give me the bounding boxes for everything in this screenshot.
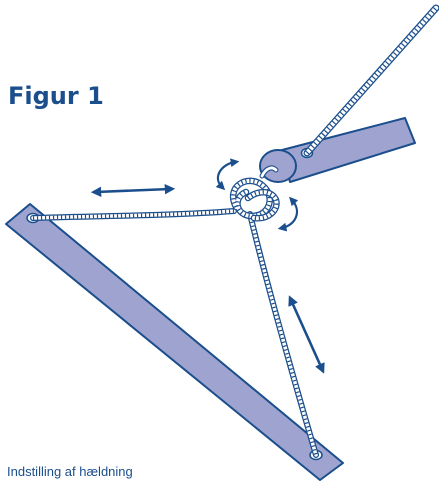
rope-left bbox=[30, 208, 237, 221]
rotate-arrow-icon bbox=[215, 158, 240, 191]
figure-caption: Indstilling af hældning bbox=[7, 464, 133, 479]
rotate-arrow-icon bbox=[277, 196, 299, 232]
long-board bbox=[5, 203, 344, 481]
horizontal-adjust-arrow-icon bbox=[90, 184, 176, 197]
board-pivot-end bbox=[259, 149, 297, 183]
diagonal-adjust-arrow-icon bbox=[288, 295, 325, 374]
rope-down bbox=[247, 211, 319, 458]
upper-board bbox=[259, 117, 416, 183]
figure-title: Figur 1 bbox=[8, 82, 104, 110]
rope-up bbox=[303, 4, 439, 157]
